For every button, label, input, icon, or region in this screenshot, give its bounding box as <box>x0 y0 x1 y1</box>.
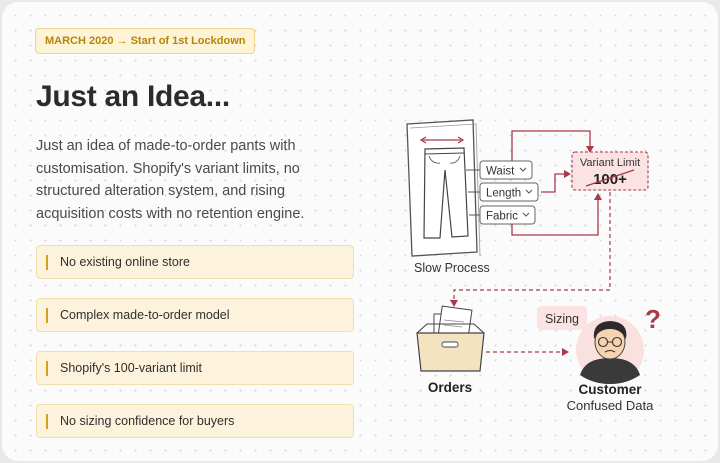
question-mark-icon: ? <box>645 304 661 334</box>
pants-sketch-icon <box>406 119 481 257</box>
customer-sublabel: Confused Data <box>567 398 654 413</box>
pain-point-item: Complex made-to-order model <box>36 298 354 332</box>
orders-label: Orders <box>428 380 472 395</box>
sizing-label: Sizing <box>545 312 579 326</box>
pain-point-text: Complex made-to-order model <box>60 308 230 322</box>
slow-process-label: Slow Process <box>414 261 490 275</box>
chevron-down-icon <box>525 189 533 194</box>
pain-point-text: No sizing confidence for buyers <box>60 414 235 428</box>
pain-point-text: No existing online store <box>60 255 190 269</box>
option-chip-waist: Waist <box>479 160 533 180</box>
customer-label: Customer <box>578 382 642 397</box>
chevron-down-icon <box>519 167 527 172</box>
pain-point-item: Shopify's 100-variant limit <box>36 351 354 385</box>
pain-point-item: No existing online store <box>36 245 354 279</box>
option-label: Fabric <box>486 211 518 223</box>
orders-box-icon <box>416 305 485 372</box>
option-label: Waist <box>486 166 515 178</box>
description: Just an idea of made-to-order pants with… <box>36 138 305 222</box>
accent-bar <box>46 255 48 270</box>
option-chip-fabric: Fabric <box>479 205 536 225</box>
option-chip-length: Length <box>479 182 539 202</box>
accent-bar <box>46 308 48 323</box>
accent-bar <box>46 361 48 376</box>
date-badge: MARCH 2020 → Start of 1st Lockdown <box>35 28 256 54</box>
pain-point-text: Shopify's 100-variant limit <box>60 361 203 375</box>
strike-line <box>585 169 635 187</box>
variant-limit-box: Variant Limit 100+ <box>571 151 649 191</box>
pain-point-item: No sizing confidence for buyers <box>36 404 354 438</box>
option-label: Length <box>486 188 521 200</box>
confused-customer-icon <box>576 316 644 384</box>
chevron-down-icon <box>522 212 530 217</box>
sizing-bubble: Sizing <box>537 306 587 330</box>
variant-limit-label: Variant Limit <box>580 157 640 169</box>
accent-bar <box>46 414 48 429</box>
page-title: Just an Idea... <box>36 80 230 113</box>
pain-point-list: No existing online store Complex made-to… <box>36 245 354 457</box>
